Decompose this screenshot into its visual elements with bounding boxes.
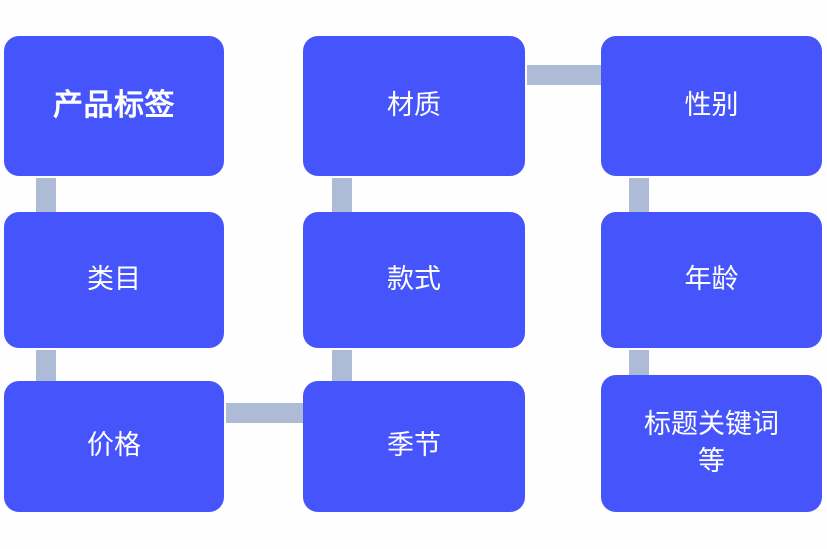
node-style-label: 款式 [386, 263, 441, 295]
node-age[interactable]: 年龄 [601, 212, 822, 348]
node-category[interactable]: 类目 [4, 212, 224, 348]
connector-category-to-price [36, 350, 56, 381]
connector-product-tag-to-category [36, 178, 56, 212]
connector-material-to-gender [527, 65, 603, 85]
node-price-label: 价格 [87, 430, 141, 462]
connector-style-to-season [332, 350, 352, 381]
connector-material-to-style [332, 178, 352, 212]
node-gender-label: 性别 [684, 89, 739, 121]
node-price[interactable]: 价格 [4, 381, 224, 512]
node-material-label: 材质 [386, 89, 441, 121]
node-age-label: 年龄 [684, 263, 739, 295]
node-material[interactable]: 材质 [303, 36, 525, 176]
node-season[interactable]: 季节 [303, 381, 525, 512]
node-title-keywords-label: 标题关键词 等 [644, 409, 779, 477]
node-style[interactable]: 款式 [303, 212, 525, 348]
connector-gender-to-age [629, 178, 649, 212]
node-category-label: 类目 [87, 263, 141, 295]
node-gender[interactable]: 性别 [601, 36, 822, 176]
node-product-tag-label: 产品标签 [53, 87, 175, 123]
node-title-keywords[interactable]: 标题关键词 等 [601, 375, 822, 512]
node-season-label: 季节 [386, 430, 441, 462]
node-product-tag[interactable]: 产品标签 [4, 36, 224, 176]
connector-age-to-title-keywords [629, 350, 649, 381]
connector-price-to-season [226, 403, 303, 423]
